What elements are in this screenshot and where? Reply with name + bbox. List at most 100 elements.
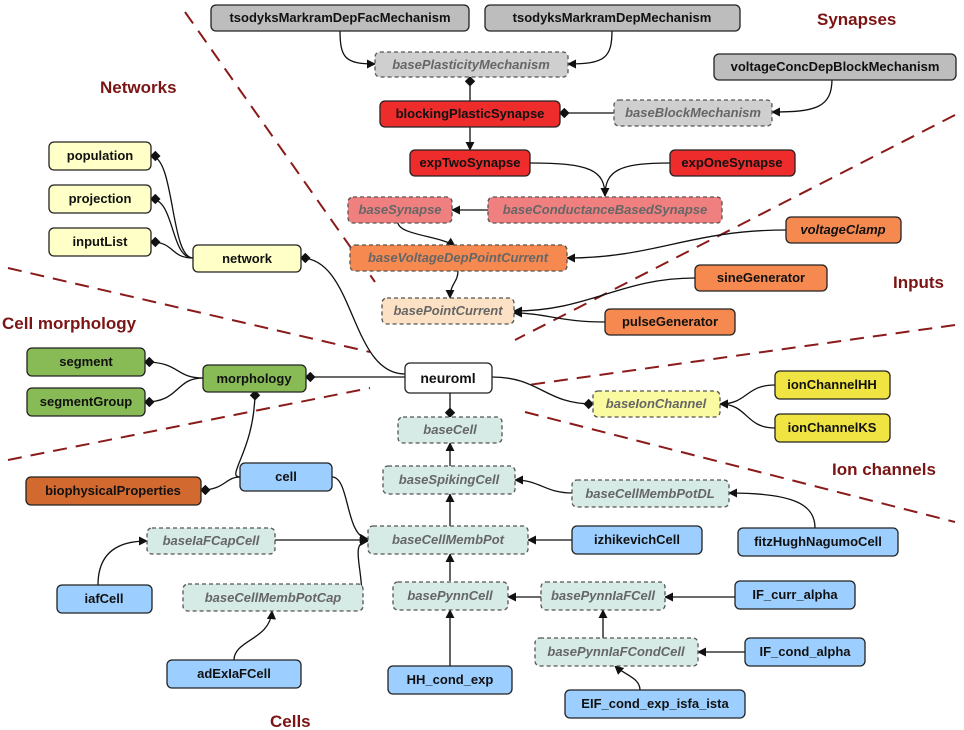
node-segment[interactable]: segment [26,347,146,377]
node-label: adExIaFCell [197,666,271,681]
node-base-cell-memb-pot-cap[interactable]: baseCellMembPotCap [182,583,364,612]
node-label: tsodyksMarkramDepFacMechanism [229,10,450,25]
node-base-synapse[interactable]: baseSynapse [347,196,453,224]
node-label: population [67,148,133,163]
node-label: basePointCurrent [393,303,503,318]
region-label-ion-channels: Ion channels [832,460,936,479]
node-blocking-plastic-synapse[interactable]: blockingPlasticSynapse [379,100,561,128]
node-if-curr-alpha[interactable]: IF_curr_alpha [734,580,856,610]
edge-pulse-pointcurrent [513,308,606,323]
node-base-cell-memb-pot-dl[interactable]: baseCellMembPotDL [571,479,730,508]
node-cell[interactable]: cell [239,462,333,492]
node-morphology[interactable]: morphology [202,364,307,393]
node-exp-one-synapse[interactable]: expOneSynapse [669,149,796,177]
node-base-conductance-based-synapse[interactable]: baseConductanceBasedSynapse [487,196,723,224]
node-tsodyks-markram-dep-fac-mechanism[interactable]: tsodyksMarkramDepFacMechanism [210,4,470,32]
node-label: basePynnCell [407,588,493,603]
edge-morphology-segmentgroup [144,377,204,408]
node-label: basePynnIaFCell [551,588,655,603]
node-label: sineGenerator [717,270,805,285]
node-pulse-generator[interactable]: pulseGenerator [604,308,736,336]
node-adex-iaf-cell[interactable]: adExIaFCell [166,659,302,689]
node-ion-channel-ks[interactable]: ionChannelKS [774,413,891,443]
nodes: tsodyksMarkramDepFacMechanism tsodyksMar… [25,4,957,719]
node-base-voltage-dep-point-current[interactable]: baseVoltageDepPointCurrent [349,244,568,272]
node-iaf-cell[interactable]: iafCell [56,584,153,614]
node-base-plasticity-mechanism[interactable]: basePlasticityMechanism [374,51,569,78]
region-label-synapses: Synapses [817,10,896,29]
node-label: projection [69,191,132,206]
node-label: IF_curr_alpha [752,587,838,602]
node-ion-channel-hh[interactable]: ionChannelHH [774,370,891,400]
node-base-cell-memb-pot[interactable]: baseCellMembPot [367,525,529,555]
node-label: morphology [216,371,292,386]
edge-network-population [150,150,194,259]
node-label: baseBlockMechanism [625,105,761,120]
node-label: ionChannelKS [788,420,877,435]
node-label: baseCellMembPotCap [205,590,342,605]
node-izhikevich-cell[interactable]: izhikevichCell [571,525,703,555]
edge-voltageconc-baseblock [771,78,833,117]
node-base-point-current[interactable]: basePointCurrent [381,297,515,325]
node-label: network [222,251,273,266]
node-tsodyks-markram-dep-mechanism[interactable]: tsodyksMarkramDepMechanism [484,4,741,32]
edge-voltageclamp-voltagedep [566,229,787,263]
node-label: EIF_cond_exp_isfa_ista [581,696,729,711]
node-base-pynn-iaf-cond-cell[interactable]: basePynnIaFCondCell [534,637,699,667]
node-base-spiking-cell[interactable]: baseSpikingCell [382,465,516,495]
node-base-cell[interactable]: baseCell [397,416,503,444]
divider-inputs-ionchannels [527,324,956,386]
node-base-iaf-cap-cell[interactable]: baseIaFCapCell [146,527,276,555]
node-label: cell [275,469,297,484]
node-label: expOneSynapse [681,155,782,170]
edge-cell-biophysical [200,476,241,496]
node-label: segmentGroup [40,394,133,409]
node-label: baseCellMembPot [392,532,505,547]
node-voltage-clamp[interactable]: voltageClamp [785,216,902,244]
region-labels: Synapses Networks Inputs Cell morphology… [2,10,944,730]
edge-basesynapse-voltagedep [397,222,456,247]
node-voltage-conc-dep-block-mechanism[interactable]: voltageConcDepBlockMechanism [713,53,957,81]
node-neuroml-root[interactable]: neuroml [404,362,493,394]
node-label: baseIaFCapCell [163,533,260,548]
node-sine-generator[interactable]: sineGenerator [694,264,828,292]
edge-neuroml-network [300,252,406,375]
node-projection[interactable]: projection [48,184,152,214]
node-label: baseSpikingCell [399,472,500,487]
node-label: tsodyksMarkramDepMechanism [513,10,712,25]
node-eif-cond-exp-isfa-ista[interactable]: EIF_cond_exp_isfa_ista [564,689,746,719]
node-label: voltageClamp [800,222,885,237]
node-label: fitzHughNagumoCell [754,534,882,549]
node-input-list[interactable]: inputList [48,227,152,257]
node-label: neuroml [420,370,475,386]
node-exp-two-synapse[interactable]: expTwoSynapse [409,149,531,177]
node-label: iafCell [84,591,123,606]
edge-dep-plasticity [567,29,613,69]
node-label: IF_cond_alpha [759,644,851,659]
node-segment-group[interactable]: segmentGroup [26,387,146,417]
node-label: baseConductanceBasedSynapse [503,202,707,217]
edge-adex-membpotcap [233,610,276,661]
node-base-ion-channel[interactable]: baseIonChannel [592,390,721,418]
edge-iaf-iafcap [97,536,148,586]
node-network[interactable]: network [192,244,302,273]
edge-exptwo-conductance [529,162,610,197]
node-label: HH_cond_exp [407,672,494,687]
node-population[interactable]: population [48,141,152,171]
edge-cell-morphology [235,390,261,478]
node-biophysical-properties[interactable]: biophysicalProperties [25,476,202,506]
region-label-inputs: Inputs [893,273,944,292]
edge-morphology-segment [144,356,204,379]
edge-sine-pointcurrent [513,277,696,316]
node-base-pynn-iaf-cell[interactable]: basePynnIaFCell [540,581,666,611]
node-fitzhugh-nagumo-cell[interactable]: fitzHughNagumoCell [737,527,899,557]
node-label: baseVoltageDepPointCurrent [368,250,549,265]
node-base-block-mechanism[interactable]: baseBlockMechanism [613,99,773,127]
node-base-pynn-cell[interactable]: basePynnCell [392,581,509,611]
edge-network-projection [150,193,194,259]
divider-networks-morphology [7,267,371,353]
divider-synapses-inputs [514,114,956,341]
node-label: pulseGenerator [622,314,718,329]
node-if-cond-alpha[interactable]: IF_cond_alpha [744,637,866,667]
node-hh-cond-exp[interactable]: HH_cond_exp [387,665,513,695]
